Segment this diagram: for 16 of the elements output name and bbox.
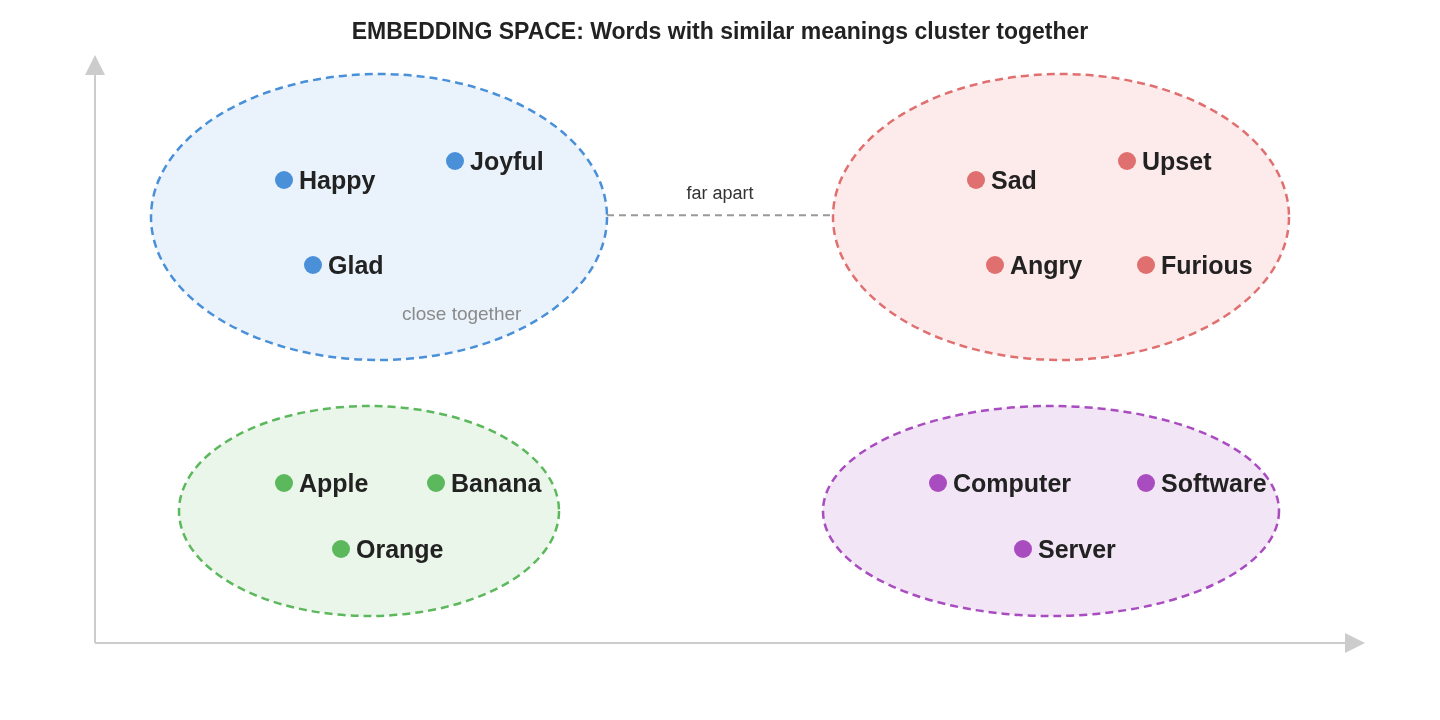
data-point-label: Server	[1014, 534, 1116, 564]
data-point-label: Joyful	[446, 146, 544, 176]
data-point-label: Banana	[427, 468, 542, 498]
data-point-label: Computer	[929, 468, 1072, 498]
data-point-label: Sad	[967, 165, 1037, 195]
data-point-label: Furious	[1137, 250, 1253, 280]
data-point-label: Apple	[275, 468, 369, 498]
data-point-label: Happy	[275, 165, 376, 195]
data-point-label: Glad	[304, 250, 384, 280]
diagram-title: EMBEDDING SPACE: Words with similar meanings cluster together	[350, 18, 1090, 45]
data-point-label: Angry	[986, 250, 1083, 280]
data-point-label: Orange	[332, 534, 444, 564]
data-point-label: Software	[1137, 468, 1267, 498]
cluster-caption: close together	[402, 303, 522, 325]
data-point-label: Upset	[1118, 146, 1212, 176]
edge-label: far apart	[683, 183, 757, 205]
